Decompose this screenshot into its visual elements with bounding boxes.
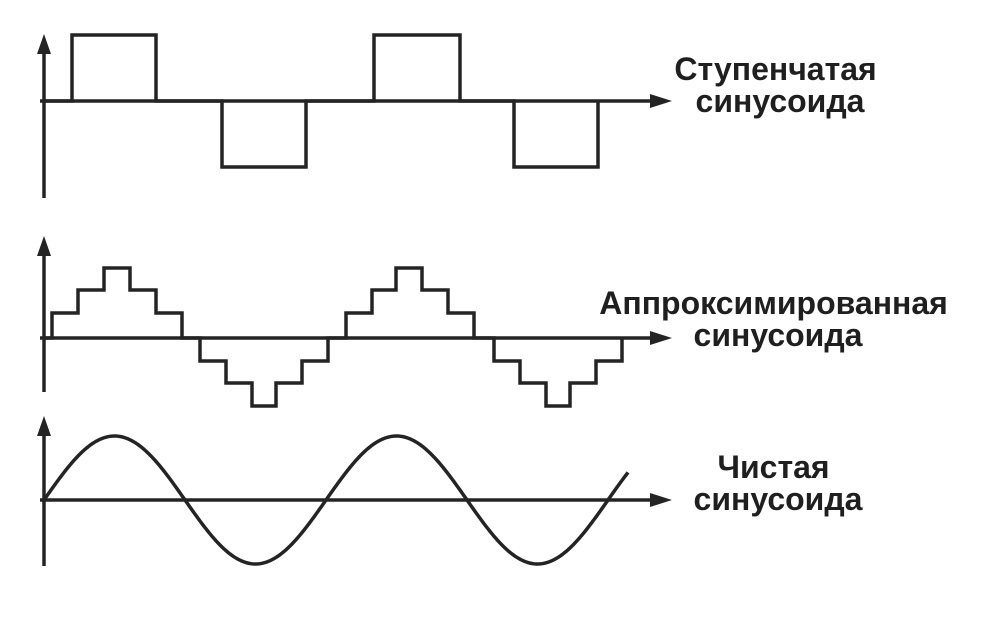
y-axis-arrow (37, 34, 51, 54)
x-axis-arrow (650, 94, 672, 108)
x-axis-arrow (650, 493, 672, 507)
stepped-wave-label-line2: синусоида (696, 83, 865, 119)
approximated-wave-label-line2: синусоида (694, 317, 863, 353)
y-axis-arrow (37, 236, 51, 256)
stepped-wave-label: Ступенчатая синусоида (674, 51, 885, 119)
pure-sine-label-line1: Чистая (718, 449, 830, 485)
x-axis-arrow (650, 331, 672, 345)
panel-pure-sine-wave: Чистая синусоида (37, 416, 863, 566)
approximated-wave-label-line1: Аппроксимированная (599, 285, 948, 321)
pure-sine-label: Чистая синусоида (694, 449, 863, 517)
stepped-wave-label-line1: Ступенчатая (674, 51, 876, 87)
y-axis-arrow (37, 416, 51, 436)
staircase-waveform (44, 266, 624, 408)
sine-waveform (42, 434, 630, 566)
panel-approximated-wave: Аппроксимированная синусоида (37, 236, 956, 408)
panel-stepped-wave: Ступенчатая синусоида (37, 33, 885, 198)
stepped-waveform (44, 33, 600, 169)
approximated-wave-label: Аппроксимированная синусоида (599, 285, 956, 353)
pure-sine-label-line2: синусоида (694, 481, 863, 517)
